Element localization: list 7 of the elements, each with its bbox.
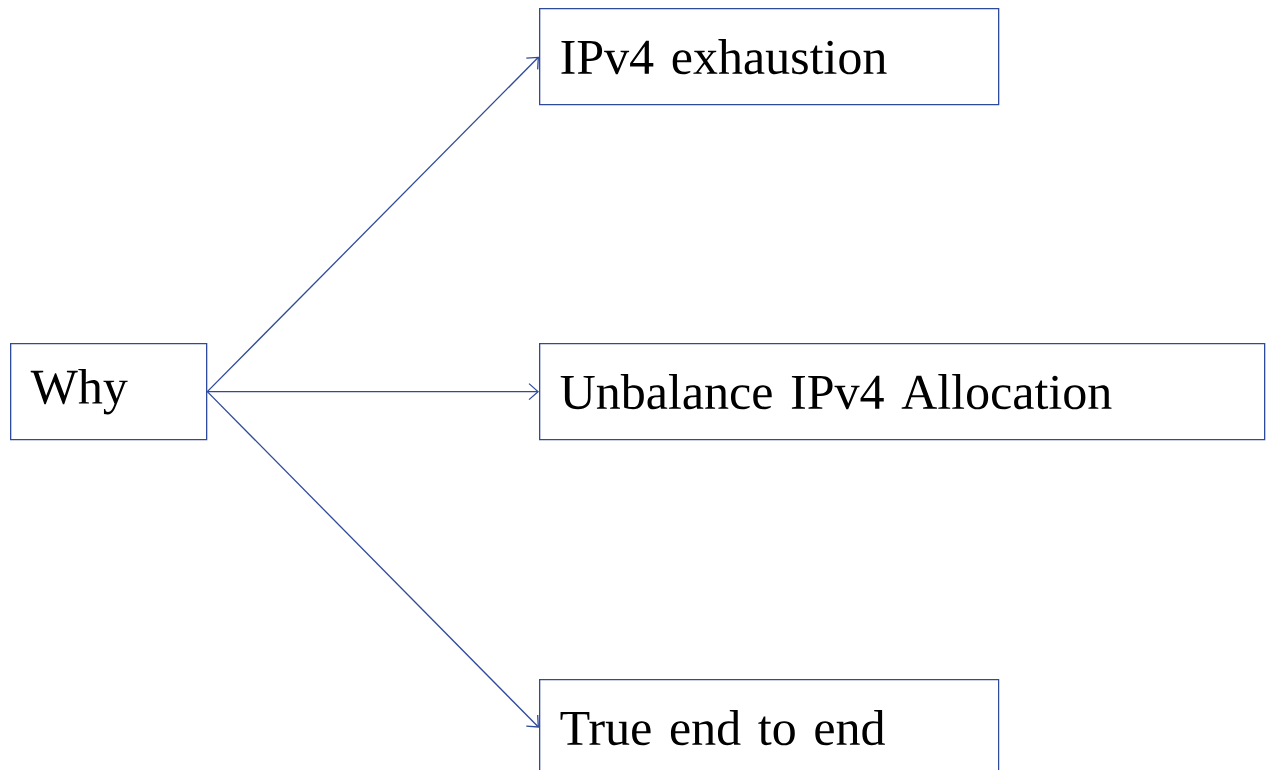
text-box: Why [10,343,208,441]
text-box: Unbalance IPv4 Allocation [539,343,1266,441]
arrow [206,391,539,728]
arrow [206,56,539,393]
text-box: IPv4 exhaustion [539,8,1000,106]
arrow [206,383,539,401]
text-box: True end to end [539,679,1000,770]
